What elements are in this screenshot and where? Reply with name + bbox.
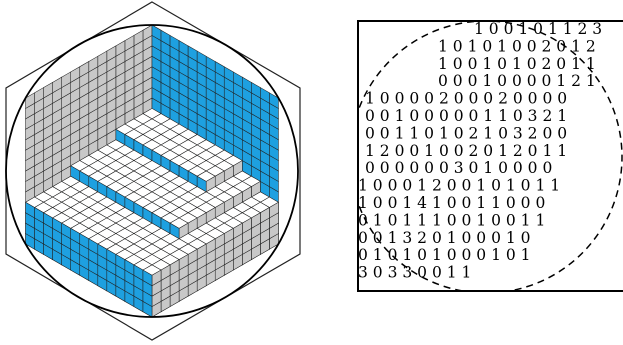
number-rows: 1 0 0 1 0 1 1 2 31 0 1 0 1 0 0 2 0 1 21 … [358,20,602,282]
number-row: 0 0 1 0 0 0 0 0 1 1 0 3 2 1 [365,107,567,125]
number-row: 1 0 0 0 1 2 0 0 1 0 1 0 1 1 [358,177,560,195]
number-row: 1 0 0 0 0 2 0 0 0 2 0 0 0 0 [365,90,567,108]
cube-stack [25,24,279,318]
number-row: 0 0 1 1 0 1 0 2 1 0 3 2 0 0 [365,124,567,142]
number-row: 1 0 0 1 4 1 0 0 1 1 0 0 0 [358,194,545,212]
number-row: 0 1 0 1 0 1 0 0 0 1 0 1 [358,246,531,264]
number-row: 1 0 0 1 0 1 1 2 3 [474,20,602,38]
number-row: 1 0 1 0 1 0 0 2 0 1 2 [438,37,596,55]
number-row: 0 0 0 1 0 0 0 0 1 2 1 [438,72,596,90]
hexagon-plane-partition [5,1,301,341]
number-row: 0 0 1 3 2 0 1 0 0 0 1 0 [358,229,531,247]
number-grid-panel: 1 0 0 1 0 1 1 2 31 0 1 0 1 0 0 2 0 1 21 … [357,20,623,292]
number-row: 3 0 3 3 0 0 1 1 [358,264,471,282]
number-row: 0 0 0 0 0 0 3 0 1 0 0 0 0 [365,159,552,177]
number-row: 0 1 0 1 1 1 0 0 1 0 0 1 1 [358,211,545,229]
number-row: 1 0 0 1 0 1 0 2 0 1 1 [438,55,596,73]
number-row: 1 2 0 0 1 0 0 2 0 1 2 0 1 1 [365,142,567,160]
